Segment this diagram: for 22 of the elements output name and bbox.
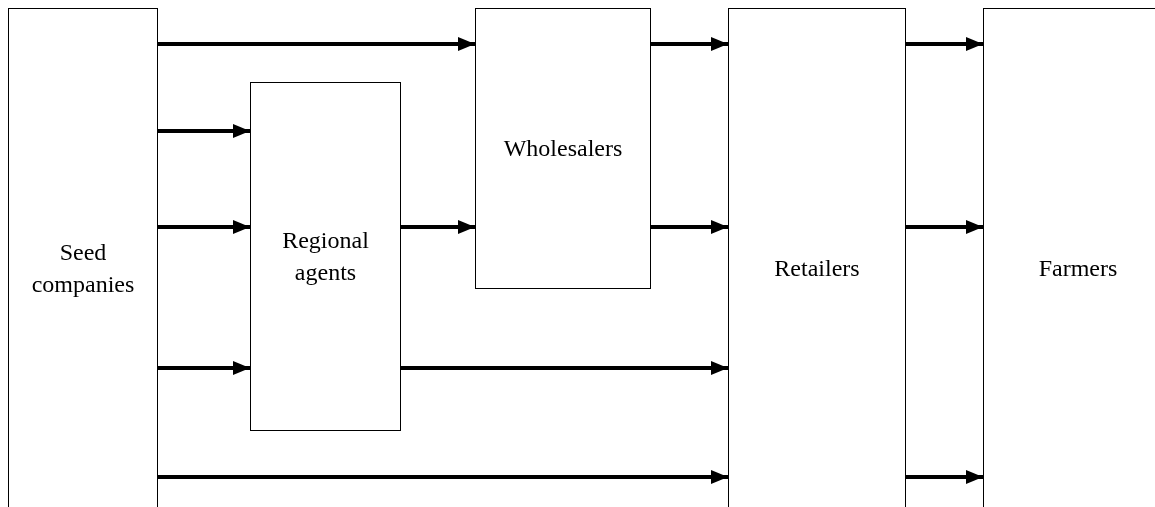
stage-box	[983, 8, 1155, 507]
arrow	[158, 361, 250, 375]
arrow	[158, 220, 250, 234]
arrow	[906, 220, 983, 234]
arrow	[401, 220, 475, 234]
arrow	[651, 220, 728, 234]
stage-label: Retailers	[774, 253, 860, 283]
stage-box	[475, 8, 651, 289]
arrow	[158, 470, 728, 484]
arrow	[158, 37, 475, 51]
stage-label: Wholesalers	[503, 133, 623, 163]
stage-box	[8, 8, 158, 507]
stage-label: Seed companies	[30, 238, 136, 299]
stage-box	[728, 8, 906, 507]
arrow	[906, 37, 983, 51]
arrow	[651, 37, 728, 51]
stage-label: Regional agents	[281, 226, 370, 287]
arrow	[401, 361, 728, 375]
arrow	[158, 124, 250, 138]
arrow	[906, 470, 983, 484]
stage-box	[250, 82, 401, 431]
stage-label: Farmers	[1038, 253, 1118, 283]
